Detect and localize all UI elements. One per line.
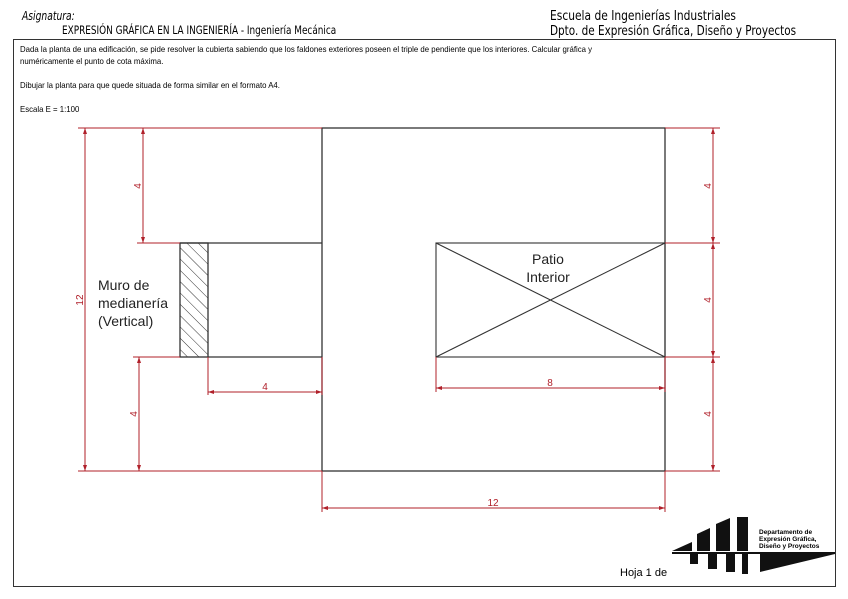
department-logo xyxy=(672,517,835,574)
patio-outline xyxy=(435,242,666,358)
patio-label-1: Patio xyxy=(532,251,564,267)
scale-text: Escala E = 1:100 xyxy=(20,104,80,114)
sheet-frame xyxy=(13,39,836,587)
dim-wing-width: 4 xyxy=(262,382,268,393)
statement-line-3: Dibujar la planta para que quede situada… xyxy=(20,80,280,90)
sheet-number: Hoja 1 de xyxy=(620,567,668,579)
logo-text-1: Departamento de xyxy=(759,529,813,536)
party-wall-hatch xyxy=(179,242,209,358)
dim-patio-width: 8 xyxy=(547,378,553,389)
wall-label-2: medianería xyxy=(98,295,168,311)
dim-right-top: 4 xyxy=(703,183,714,189)
statement-line-2: numéricamente el punto de cota máxima. xyxy=(20,56,164,66)
dim-bottom-wing: 4 xyxy=(129,411,140,417)
school-name: Escuela de Ingenierías Industriales xyxy=(550,8,736,24)
patio-label-2: Interior xyxy=(526,269,570,285)
logo-text-2: Expresión Gráfica, xyxy=(759,536,817,543)
logo-text-3: Diseño y Proyectos xyxy=(759,543,820,550)
wall-label-1: Muro de xyxy=(98,277,150,293)
asignatura-label: Asignatura: xyxy=(22,9,75,23)
dim-right-bottom: 4 xyxy=(703,411,714,417)
dim-bottom-width: 12 xyxy=(487,498,499,509)
dimension-lines xyxy=(78,127,720,512)
building-outline xyxy=(180,127,666,472)
dim-top-wing: 4 xyxy=(133,183,144,189)
wall-label-3: (Vertical) xyxy=(98,313,153,329)
subject-title: EXPRESIÓN GRÁFICA EN LA INGENIERÍA - Ing… xyxy=(62,23,337,37)
dim-right-mid: 4 xyxy=(703,297,714,303)
department-name: Dpto. de Expresión Gráfica, Diseño y Pro… xyxy=(550,23,797,39)
statement-line-1: Dada la planta de una edificación, se pi… xyxy=(20,44,593,54)
dim-total-height: 12 xyxy=(75,294,86,306)
